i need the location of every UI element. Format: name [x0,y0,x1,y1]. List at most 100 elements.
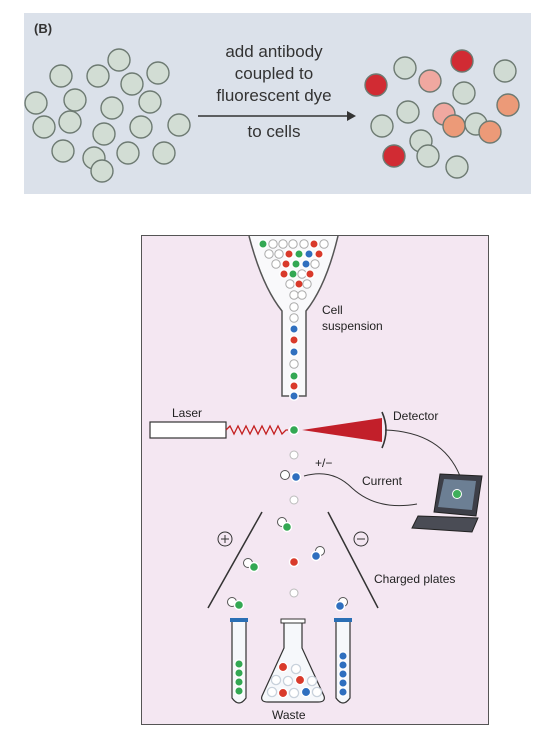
plus-sign-icon [217,531,233,547]
suspension-cell [274,249,284,259]
suspension-cell [297,290,307,300]
plusminus-label: +/− [315,456,333,470]
stained-cell [452,81,476,105]
suspension-cell [289,324,299,334]
waste-label: Waste [272,708,306,722]
arrow-text-4: to cells [247,122,301,141]
charged-cell [310,550,322,562]
current-wire [303,473,418,507]
unstained-cell [32,115,56,139]
waste-cell [311,686,323,698]
unstained-cell [120,72,144,96]
suspension-cell [289,381,299,391]
suspension-cell [301,259,311,269]
unstained-cell [86,64,110,88]
laser-label: Laser [172,406,203,420]
stained-cell [382,144,406,168]
unstained-cell [129,115,153,139]
suspension-cell [278,239,288,249]
charged-cell [281,521,293,533]
suspension-cell [284,249,294,259]
cell-label-2: suspension [322,319,383,333]
suspension-cell [309,239,319,249]
waste-cell [282,675,294,687]
laser-beam [225,424,288,436]
suspension-cell [258,239,268,249]
waste-flask-rim [280,618,306,624]
suspension-cell [314,249,324,259]
stained-cell [418,69,442,93]
suspension-cell [264,249,274,259]
stained-cell [493,59,517,83]
unstained-cell [107,48,131,72]
waste-cell [288,687,300,699]
suspension-cell [289,391,299,401]
suspension-cell [294,279,304,289]
charged-cell [233,599,245,611]
suspension-cell [271,259,281,269]
suspension-cell [304,249,314,259]
stream-cell [289,450,299,460]
stained-cell [450,49,474,73]
unstained-cell [92,122,116,146]
waste-cell [277,661,289,673]
suspension-cell [288,269,298,279]
positive-plate [207,511,263,609]
stained-cell-group [364,49,520,179]
suspension-cell [294,249,304,259]
unstained-cell [146,61,170,85]
unstained-cell [100,96,124,120]
charged-cell [290,471,302,483]
charged-cell [334,600,346,612]
detection-beam [302,418,382,442]
arrow-text-1: add antibody [225,42,323,61]
negative-plate [327,511,379,609]
charged-cell [248,561,260,573]
sorted-blue-cell [338,669,348,679]
suspension-cell [285,279,295,289]
stained-cell [442,114,466,138]
suspension-cell [289,313,299,323]
current-label: Current [362,474,403,488]
stained-cell [370,114,394,138]
suspension-cell [288,239,298,249]
detector-label: Detector [393,409,439,423]
suspension-cell [319,239,329,249]
suspension-cell [279,269,289,279]
unstained-cell [90,159,114,183]
sorted-blue-cell [338,687,348,697]
stained-cell [478,120,502,144]
laser-icon [149,421,227,439]
suspension-cell [289,302,299,312]
left-tube-cap [230,618,248,622]
charged-plates-label: Charged plates [374,572,456,586]
unstained-cell [152,141,176,165]
stained-cell [416,144,440,168]
unstained-cell [24,91,48,115]
unstained-cell [51,139,75,163]
unstained-cell [116,141,140,165]
unstained-cell [167,113,191,137]
sorted-green-cell [234,659,244,669]
stained-cell [393,56,417,80]
sorted-blue-cell [338,660,348,670]
cell-label-1: Cell [322,303,343,317]
sorted-green-cell [234,686,244,696]
sorted-green-cell [234,677,244,687]
unstained-cell [138,90,162,114]
unstained-cell [58,110,82,134]
detector-wire [384,429,461,477]
unstained-cell-group [24,48,191,183]
suspension-cell [289,335,299,345]
suspension-cell [302,279,312,289]
arrow-text-2: coupled to [234,64,314,83]
suspension-cell [297,269,307,279]
stained-cell [496,93,520,117]
waste-cell [294,674,306,686]
sorted-green-cell [234,668,244,678]
stream-cells [227,424,348,612]
laptop-screen-cell [452,489,462,499]
flow-cytometer-drawing [149,236,483,704]
panel-label: (B) [34,21,53,36]
stream-cell [289,495,299,505]
